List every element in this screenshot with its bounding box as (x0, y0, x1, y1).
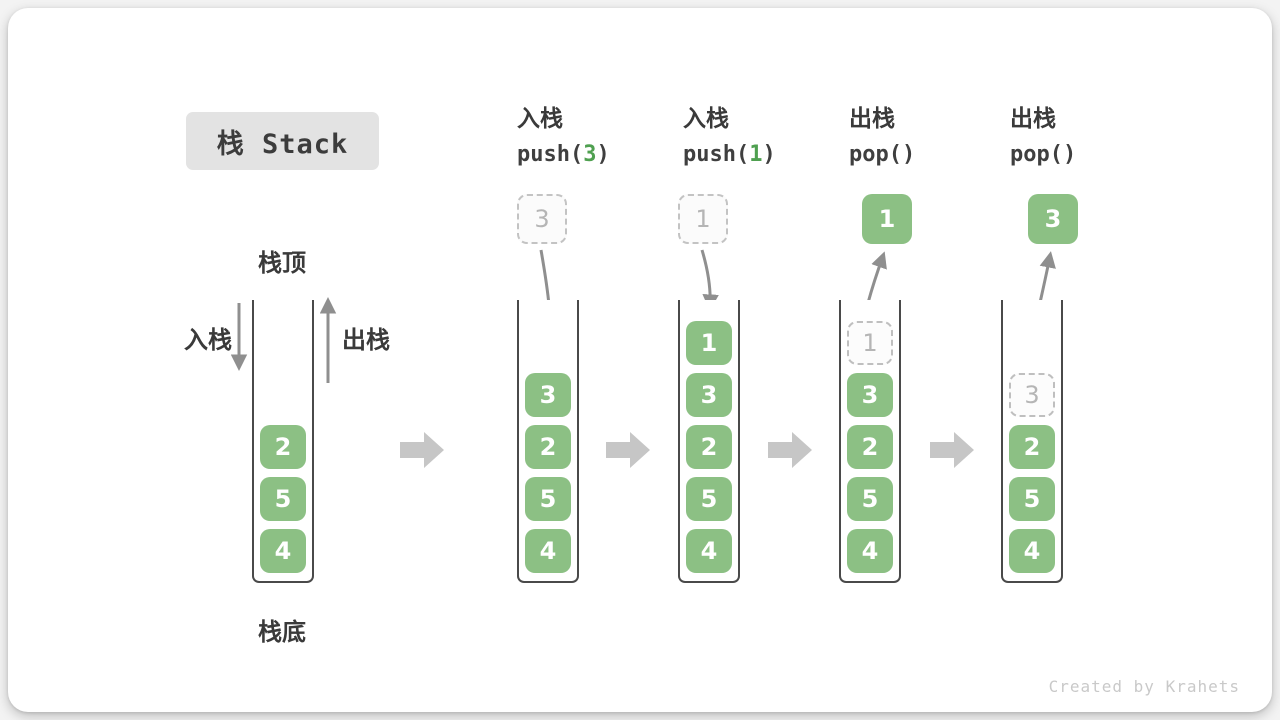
operation-code: pop() (1010, 144, 1170, 166)
push-side-label: 入栈 (184, 326, 232, 354)
stack-container: 2 5 4 (252, 300, 314, 583)
code-argument: 1 (749, 142, 763, 167)
stack-cell: 4 (1009, 529, 1055, 573)
stack-cell: 5 (260, 477, 306, 521)
stack-cell-ghost: 3 (1009, 373, 1055, 417)
stack-container: 1 3 2 5 4 (678, 300, 740, 583)
pushed-value-box: 1 (678, 194, 728, 244)
stack-container: 3 2 5 4 (517, 300, 579, 583)
code-text: pop( (849, 142, 902, 167)
stack-cell: 4 (525, 529, 571, 573)
stack-bottom-label: 栈底 (258, 618, 306, 646)
operation-header: 入栈 push(3) (517, 108, 677, 166)
stack-container: 1 3 2 5 4 (839, 300, 901, 583)
stack-cell: 3 (847, 373, 893, 417)
operation-label: 出栈 (1010, 106, 1056, 132)
stack-cell-ghost: 1 (847, 321, 893, 365)
stack-cell: 5 (1009, 477, 1055, 521)
operation-code: pop() (849, 144, 1009, 166)
operation-code: push(3) (517, 144, 677, 166)
code-text: push( (683, 142, 750, 167)
pushed-value-box: 3 (517, 194, 567, 244)
watermark: Created by Krahets (1048, 677, 1240, 696)
operation-label: 出栈 (849, 106, 895, 132)
code-text: push( (517, 142, 584, 167)
pop-side-label: 出栈 (342, 326, 390, 354)
stack-cell: 4 (260, 529, 306, 573)
diagram-title: 栈 Stack (186, 112, 379, 170)
stack-cell: 2 (1009, 425, 1055, 469)
operation-header: 出栈 pop() (849, 108, 1009, 166)
stack-cell: 4 (847, 529, 893, 573)
stack-cell: 1 (686, 321, 732, 365)
stack-container: 3 2 5 4 (1001, 300, 1063, 583)
code-text: pop( (1010, 142, 1063, 167)
stack-cell: 2 (847, 425, 893, 469)
stack-cell: 5 (847, 477, 893, 521)
stack-cell: 3 (686, 373, 732, 417)
popped-value-box: 1 (862, 194, 912, 244)
stack-top-label: 栈顶 (258, 249, 306, 277)
operation-header: 入栈 push(1) (683, 108, 843, 166)
operation-label: 入栈 (683, 106, 729, 132)
stack-cell: 2 (260, 425, 306, 469)
stack-cell: 5 (686, 477, 732, 521)
code-text: ) (762, 142, 776, 167)
operation-code: push(1) (683, 144, 843, 166)
operation-header: 出栈 pop() (1010, 108, 1170, 166)
stack-cell: 2 (686, 425, 732, 469)
popped-value-box: 3 (1028, 194, 1078, 244)
code-text: ) (901, 142, 916, 167)
stack-cell: 2 (525, 425, 571, 469)
stack-cell: 4 (686, 529, 732, 573)
code-text: ) (1062, 142, 1077, 167)
stack-cell: 5 (525, 477, 571, 521)
code-argument: 3 (583, 142, 597, 167)
stack-cell: 3 (525, 373, 571, 417)
operation-label: 入栈 (517, 106, 563, 132)
code-text: ) (596, 142, 610, 167)
